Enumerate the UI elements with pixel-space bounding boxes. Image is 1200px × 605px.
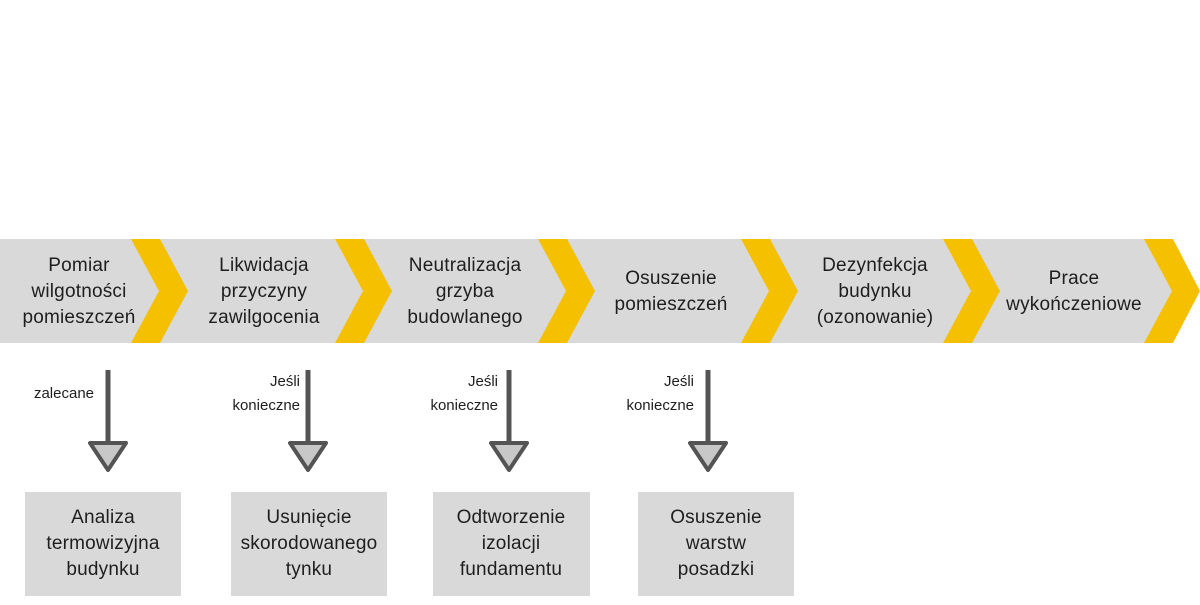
down-arrow-4 (688, 370, 728, 472)
result-label-odtworzenie: Odtworzenie izolacji fundamentu (456, 507, 566, 580)
result-box-2 (231, 492, 387, 596)
result-box-1 (25, 492, 181, 596)
chevron-2 (335, 239, 392, 343)
down-arrow-1 (88, 370, 128, 472)
condition-label-3: Jeśli konieczne (430, 373, 498, 414)
step-label-osuszenie: Osuszenie pomieszczeń (614, 268, 728, 315)
process-band (0, 239, 1198, 343)
chevron-5 (943, 239, 1000, 343)
chevron-1 (131, 239, 188, 343)
step-label-dezynfekcja: Dezynfekcja budynku (ozonowanie) (816, 255, 934, 328)
step-label-pomiar: Pomiar wilgotności pomieszczeń (22, 255, 136, 328)
condition-label-2: Jeśli konieczne (232, 373, 300, 414)
down-arrow-2 (288, 370, 328, 472)
result-box-4 (638, 492, 794, 596)
result-box-3 (433, 492, 590, 596)
step-label-prace: Prace wykończeniowe (1006, 268, 1142, 315)
result-label-osuszenie: Osuszenie warstw posadzki (670, 507, 762, 580)
down-arrow-3 (489, 370, 529, 472)
chevron-6 (1144, 239, 1200, 343)
condition-label-1: zalecane (33, 385, 94, 402)
condition-label-4: Jeśli konieczne (626, 373, 694, 414)
result-label-analiza: Analiza termowizyjna budynku (46, 507, 160, 580)
result-label-usuniecie: Usunięcie skorodowanego tynku (240, 507, 378, 580)
step-label-neutralizacja: Neutralizacja grzyba budowlanego (407, 255, 523, 328)
step-label-likwidacja: Likwidacja przyczyny zawilgocenia (208, 255, 320, 328)
chevron-4 (741, 239, 798, 343)
chevron-3 (538, 239, 595, 343)
